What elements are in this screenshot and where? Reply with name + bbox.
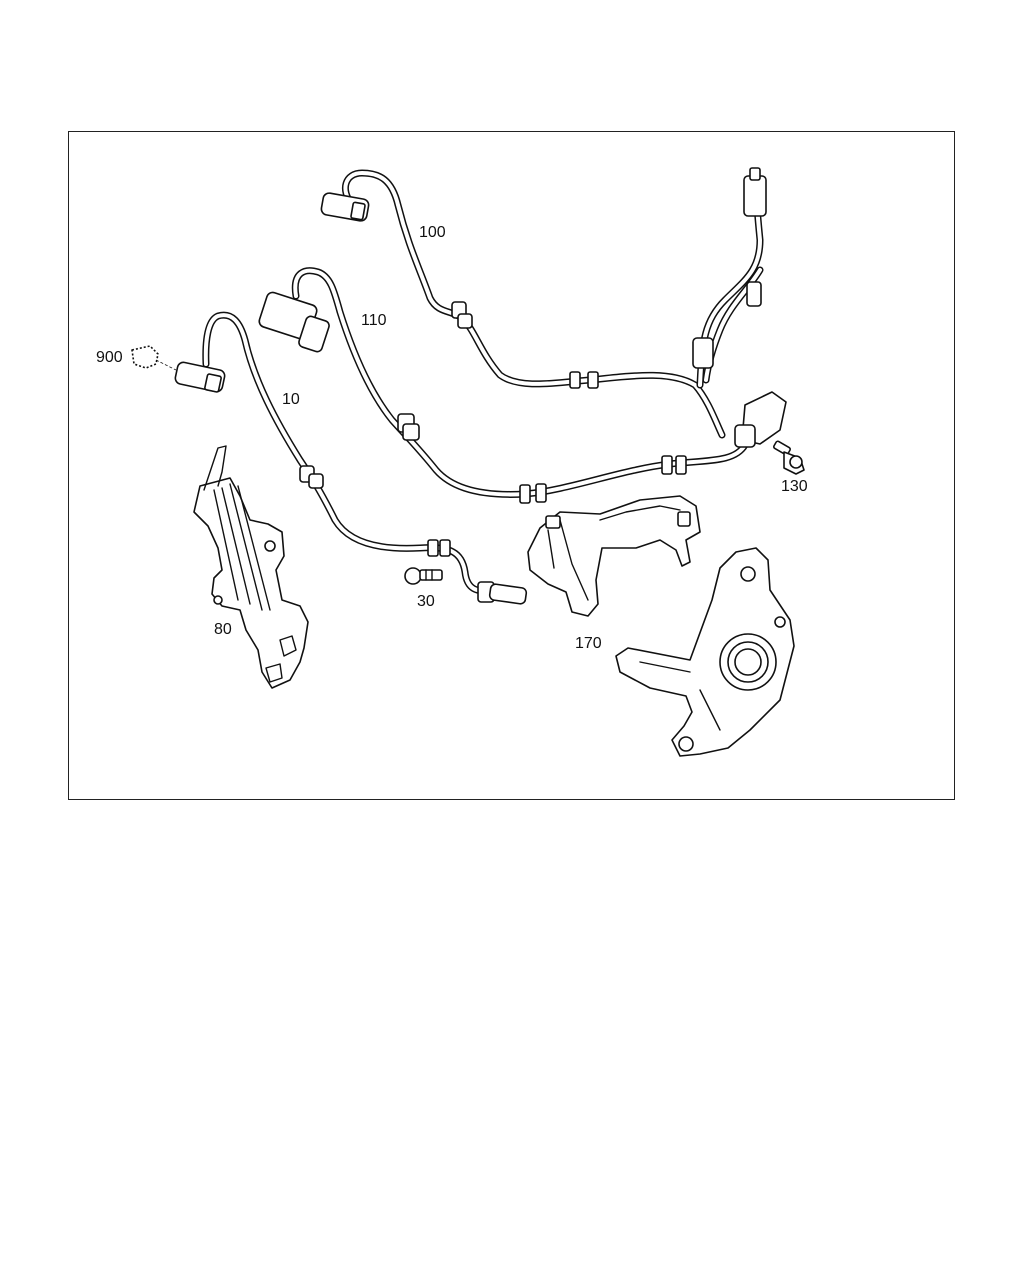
callout-900: 900	[96, 349, 123, 366]
bolt-130[interactable]	[773, 440, 805, 475]
wire-harness-10[interactable]	[174, 311, 528, 605]
bracket-80[interactable]	[193, 445, 309, 689]
callout-10: 10	[282, 391, 300, 408]
callout-80: 80	[214, 621, 232, 638]
part-900-cover[interactable]	[131, 345, 177, 371]
callout-110: 110	[361, 312, 387, 329]
bracket-170[interactable]	[527, 495, 701, 617]
callout-100: 100	[419, 224, 446, 241]
callout-30: 30	[417, 593, 435, 610]
wire-harness-110[interactable]	[258, 267, 787, 504]
bolt-30[interactable]	[404, 567, 443, 585]
steering-knuckle[interactable]	[615, 547, 795, 757]
callout-170: 170	[575, 635, 602, 652]
wire-harness-100[interactable]	[320, 167, 767, 439]
callout-130: 130	[781, 478, 808, 495]
diagram-frame	[68, 131, 955, 800]
